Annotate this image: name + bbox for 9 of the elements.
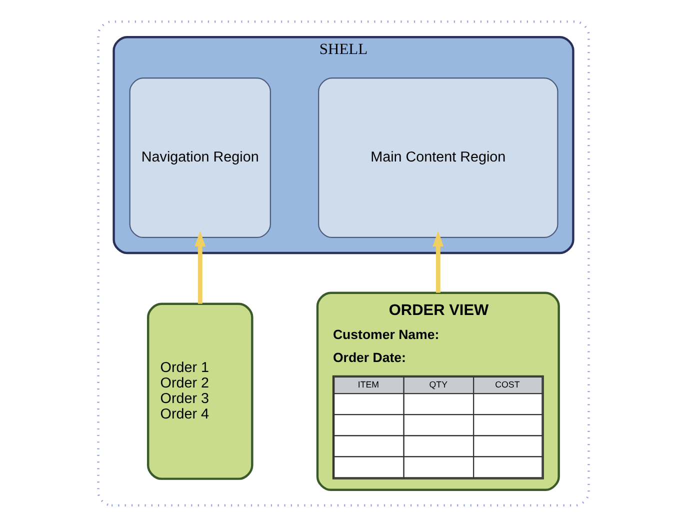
arrow [432, 230, 444, 293]
arrow [194, 230, 206, 304]
node-box: Main Content Region [318, 78, 558, 238]
node-box: Navigation Region [128, 78, 270, 238]
label: QTY [428, 379, 447, 390]
label: ITEM [357, 379, 379, 390]
cluster [96, 20, 590, 506]
label: COST [494, 379, 520, 390]
node-box: Order 1 Order 2 Order 3 Order 4 [146, 302, 253, 480]
